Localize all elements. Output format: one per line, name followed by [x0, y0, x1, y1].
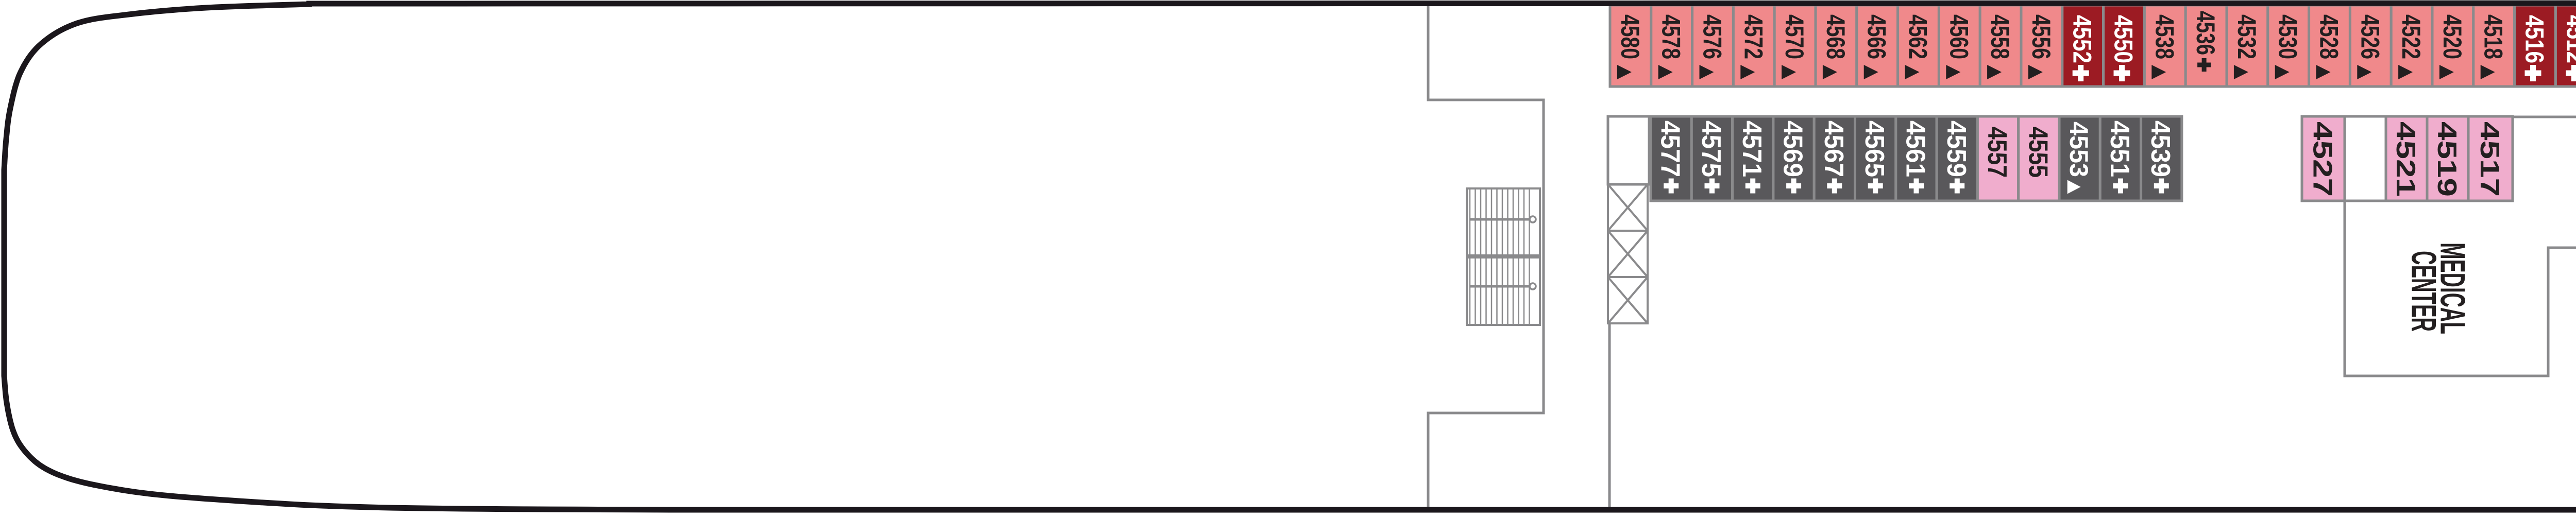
svg-text:4569: 4569 — [1778, 120, 1808, 177]
svg-text:4556: 4556 — [2027, 14, 2056, 59]
svg-text:4527: 4527 — [2308, 122, 2337, 197]
svg-text:4550: 4550 — [2109, 15, 2138, 63]
svg-text:4572: 4572 — [1739, 14, 1768, 59]
svg-text:4553: 4553 — [2064, 122, 2093, 177]
svg-text:4555: 4555 — [2023, 127, 2053, 178]
svg-text:4518: 4518 — [2479, 14, 2508, 59]
svg-text:4570: 4570 — [1780, 14, 1809, 59]
svg-text:4516: 4516 — [2520, 15, 2549, 63]
svg-text:4559: 4559 — [1941, 120, 1971, 177]
svg-text:4562: 4562 — [1904, 14, 1933, 59]
svg-text:4551: 4551 — [2105, 120, 2134, 177]
svg-text:4578: 4578 — [1657, 14, 1686, 59]
svg-text:4575: 4575 — [1696, 120, 1726, 177]
svg-text:4557: 4557 — [1982, 127, 2012, 178]
svg-text:4558: 4558 — [1986, 14, 2014, 59]
svg-text:4577: 4577 — [1655, 120, 1685, 177]
svg-text:4567: 4567 — [1819, 120, 1849, 177]
svg-text:4539: 4539 — [2145, 120, 2175, 177]
svg-text:4552: 4552 — [2068, 15, 2097, 63]
svg-text:4526: 4526 — [2355, 14, 2384, 59]
svg-text:4532: 4532 — [2232, 14, 2261, 59]
svg-text:4576: 4576 — [1698, 14, 1727, 59]
svg-text:4568: 4568 — [1821, 14, 1850, 59]
svg-text:4560: 4560 — [1944, 14, 1973, 59]
svg-text:4530: 4530 — [2274, 14, 2302, 59]
svg-text:4517: 4517 — [2475, 122, 2504, 197]
svg-text:4580: 4580 — [1616, 14, 1645, 59]
svg-text:4521: 4521 — [2391, 122, 2420, 197]
svg-text:4519: 4519 — [2432, 122, 2462, 197]
svg-text:4522: 4522 — [2397, 14, 2426, 59]
svg-text:MEDICAL: MEDICAL — [2433, 243, 2472, 334]
svg-text:4536: 4536 — [2191, 11, 2220, 55]
svg-text:4538: 4538 — [2150, 14, 2179, 59]
svg-text:4566: 4566 — [1862, 14, 1891, 59]
svg-text:4512: 4512 — [2561, 15, 2576, 63]
svg-text:4520: 4520 — [2438, 14, 2467, 59]
svg-text:4561: 4561 — [1901, 120, 1930, 177]
svg-text:4528: 4528 — [2315, 14, 2344, 59]
svg-text:4565: 4565 — [1859, 120, 1889, 177]
svg-text:4571: 4571 — [1737, 120, 1767, 177]
svg-text:CENTER: CENTER — [2404, 251, 2444, 332]
